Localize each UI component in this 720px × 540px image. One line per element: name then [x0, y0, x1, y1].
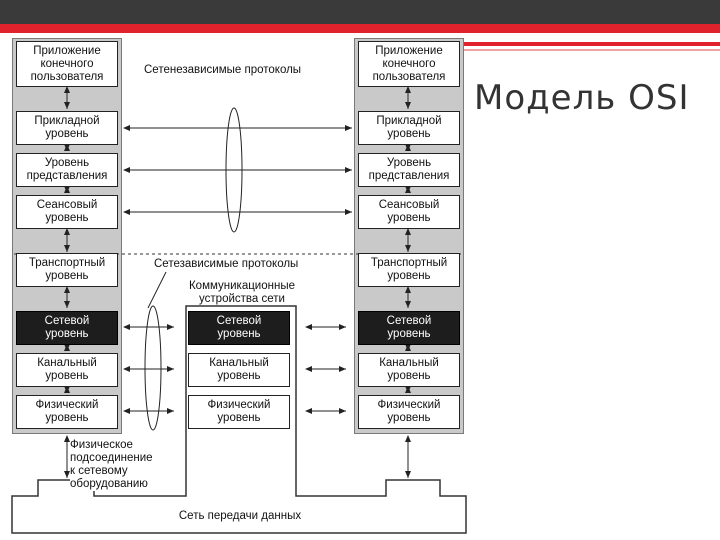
- lens-upper: [225, 107, 243, 233]
- right-presentation-layer: Уровень представления: [358, 153, 460, 187]
- data-network-label: Сеть передачи данных: [178, 510, 302, 522]
- comm-devices-label: Коммуникационные устройства сети: [188, 280, 295, 305]
- left-application-layer: Прикладной уровень: [16, 111, 118, 145]
- top-bar: [0, 0, 720, 24]
- left-datalink-layer: Канальный уровень: [16, 353, 118, 387]
- left-transport-layer: Транспортный уровень: [16, 253, 118, 287]
- left-network-layer: Сетевой уровень: [16, 311, 118, 345]
- accent-line-light: [462, 49, 720, 51]
- right-session-layer: Сеансовый уровень: [358, 195, 460, 229]
- right-application-layer: Прикладной уровень: [358, 111, 460, 145]
- net-independent-label: Сетенезависимые протоколы: [144, 64, 302, 76]
- device-physical-layer: Физический уровень: [188, 395, 290, 429]
- right-network-layer: Сетевой уровень: [358, 311, 460, 345]
- device-datalink-layer: Канальный уровень: [188, 353, 290, 387]
- right-transport-layer: Транспортный уровень: [358, 253, 460, 287]
- left-user-app: Приложение конечного пользователя: [16, 41, 118, 87]
- left-presentation-layer: Уровень представления: [16, 153, 118, 187]
- accent-bar: [0, 24, 720, 33]
- network-outline: [11, 305, 467, 534]
- right-user-app: Приложение конечного пользователя: [358, 41, 460, 87]
- left-session-layer: Сеансовый уровень: [16, 195, 118, 229]
- net-dependent-label: Сетезависимые протоколы: [154, 258, 299, 270]
- left-physical-layer: Физический уровень: [16, 395, 118, 429]
- accent-line: [462, 42, 720, 46]
- physical-connection-label: Физическое подсоединение к сетевому обор…: [70, 439, 153, 491]
- device-network-layer: Сетевой уровень: [188, 311, 290, 345]
- slide-title: Модель OSI: [474, 78, 690, 118]
- right-physical-layer: Физический уровень: [358, 395, 460, 429]
- right-datalink-layer: Канальный уровень: [358, 353, 460, 387]
